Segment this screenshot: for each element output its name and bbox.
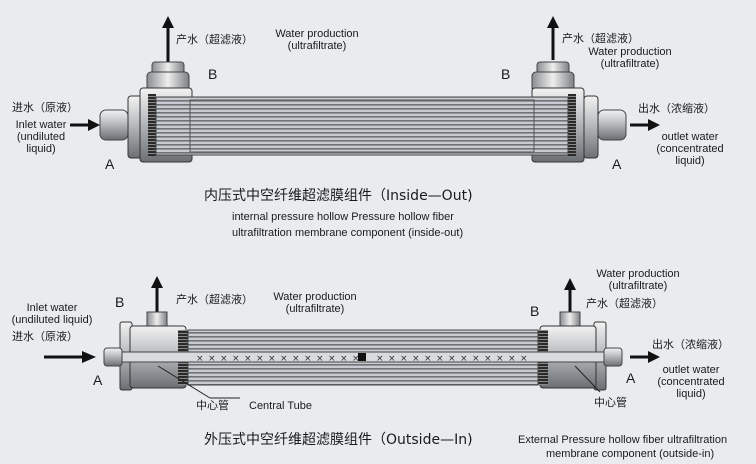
top-inlet-label-en-1: Inlet water [15, 119, 67, 131]
bottom-inlet-arrow [44, 351, 96, 363]
top-inlet-label-en-3: liquid) [26, 143, 56, 155]
top-right-product-label-en-1: Water production [588, 46, 672, 58]
perforation-mark: × [268, 354, 276, 364]
bottom-inlet-label-cn: 进水（原液） [12, 330, 78, 343]
perforation-mark: × [328, 354, 336, 364]
bottom-right-product-label-en-2: (ultrafiltrate) [608, 280, 668, 292]
perforation-mark: × [460, 354, 468, 364]
top-outlet-label-en-1: outlet water [661, 131, 719, 143]
bottom-inlet-label-en-1: Inlet water [26, 302, 78, 314]
bottom-left-product-label-cn: 产水（超滤液） [176, 293, 253, 306]
bottom-right-product-arrow [564, 278, 576, 312]
top-inlet-arrow [70, 119, 100, 131]
bottom-module: × × × × × × × × × × × × × × × × × × × × × × × × × × × [44, 276, 660, 399]
perforation-mark: × [316, 354, 324, 364]
perforation-mark: × [508, 354, 516, 364]
bottom-left-product-label-en-1: Water production [273, 291, 357, 303]
bottom-title-en-1: External Pressure hollow fiber ultrafilt… [518, 434, 728, 446]
top-port-b-right: B [501, 66, 511, 82]
perforation-mark: × [244, 354, 252, 364]
top-outlet-label-en-2: (concentrated [656, 143, 724, 155]
perforation-mark: × [520, 354, 528, 364]
perforation-mark: × [280, 354, 288, 364]
perforation-mark: × [340, 354, 348, 364]
perforation-mark: × [352, 354, 360, 364]
top-right-product-label-en-2: (ultrafiltrate) [600, 58, 660, 70]
perforation-mark: × [220, 354, 228, 364]
central-tube-label-en: Central Tube [249, 400, 312, 412]
perforation-mark: × [208, 354, 216, 364]
bottom-left-product-arrow [151, 276, 163, 312]
perforation-mark: × [436, 354, 444, 364]
perforation-mark: × [400, 354, 408, 364]
top-left-product-arrow [162, 16, 174, 62]
bottom-port-a-left: A [93, 372, 103, 388]
perforation-mark: × [496, 354, 504, 364]
bottom-right-product-label-cn: 产水（超滤液） [586, 297, 663, 310]
bottom-port-b-right: B [530, 303, 540, 319]
central-tube-label-cn: 中心管 [196, 399, 229, 412]
top-outlet-arrow [630, 119, 660, 131]
top-left-product-label-cn: 产水（超滤液） [176, 33, 253, 46]
perforation-mark: × [448, 354, 456, 364]
bottom-title-cn: 外压式中空纤维超滤膜组件（Outside—In) [204, 432, 473, 448]
bottom-title-en-2: membrane component (outside-in) [546, 448, 715, 460]
top-left-product-label-en-2: (ultrafiltrate) [287, 40, 347, 52]
top-module [70, 16, 660, 163]
bottom-left-product-label-en-2: (ultrafiltrate) [285, 303, 345, 315]
bottom-outlet-label-en-2: (concentrated [657, 376, 725, 388]
bottom-outlet-label-cn: 出水（浓缩液） [652, 338, 729, 351]
top-title-en-2: ultrafiltration membrane component (insi… [232, 227, 464, 239]
perforation-mark: × [232, 354, 240, 364]
perforation-mark: × [388, 354, 396, 364]
perforation-mark: × [376, 354, 384, 364]
top-outlet-label-en-3: liquid) [675, 155, 705, 167]
perforation-mark: × [304, 354, 312, 364]
top-outlet-label-cn: 出水（浓缩液） [638, 102, 715, 115]
perforation-mark: × [424, 354, 432, 364]
central-tube-label-cn-right: 中心管 [594, 396, 627, 409]
bottom-outlet-label-en-1: outlet water [662, 364, 720, 376]
top-port-b-left: B [208, 66, 218, 82]
top-title-en-1: internal pressure hollow Pressure hollow… [232, 211, 454, 223]
bottom-port-a-right: A [626, 370, 636, 386]
top-left-product-label-en-1: Water production [275, 28, 359, 40]
perforation-mark: × [256, 354, 264, 364]
perforation-mark: × [412, 354, 420, 364]
top-right-product-arrow [547, 16, 559, 60]
bottom-port-b-left: B [115, 294, 125, 310]
bottom-outlet-label-en-3: liquid) [676, 388, 706, 400]
bottom-outlet-arrow [630, 351, 660, 363]
central-tube-perforations: × × × × × × × × × × × × × × × × × × × × × × × × × × × [196, 354, 528, 364]
top-title-cn: 内压式中空纤维超滤膜组件（Inside—Out) [204, 188, 473, 204]
top-inlet-label-cn: 进水（原液） [12, 101, 78, 114]
perforation-mark: × [472, 354, 480, 364]
perforation-mark: × [292, 354, 300, 364]
top-port-a-right: A [612, 156, 622, 172]
bottom-inlet-label-en-2: (undiluted liquid) [11, 314, 93, 326]
top-right-product-label-cn: 产水（超滤液） [562, 32, 639, 45]
top-inlet-label-en-2: (undiluted [16, 131, 66, 143]
perforation-mark: × [196, 354, 204, 364]
perforation-mark: × [484, 354, 492, 364]
bottom-right-product-label-en-1: Water production [596, 268, 680, 280]
top-port-a-left: A [105, 156, 115, 172]
